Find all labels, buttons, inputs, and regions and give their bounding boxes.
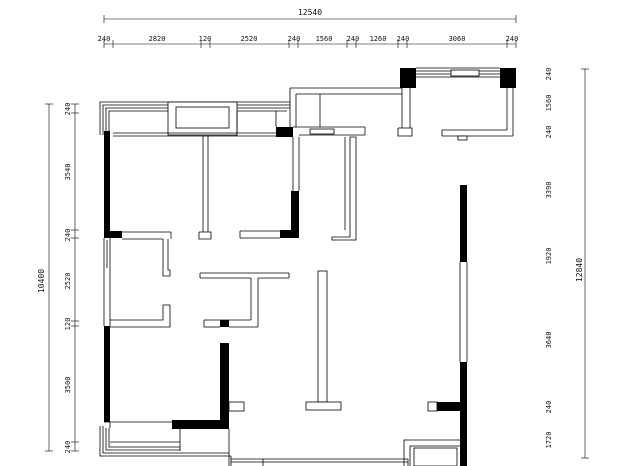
bedroom1-wall <box>291 191 299 238</box>
right-dim-6: 3640 <box>545 332 553 349</box>
top-dim-4: 2520 <box>241 35 258 43</box>
left-dim-6: 3500 <box>64 377 72 394</box>
top-dim-5: 240 <box>288 35 301 43</box>
left-wall-lower <box>104 326 110 422</box>
top-total-dimension: 12540 <box>298 8 322 17</box>
top-left-bay-window <box>99 101 290 137</box>
left-dim-7: 240 <box>64 441 72 454</box>
top-dim-9: 240 <box>397 35 410 43</box>
left-total-dimension: 10400 <box>37 269 46 293</box>
top-dim-6: 1560 <box>316 35 333 43</box>
floor-plan-walls <box>99 67 516 466</box>
bottom-left-bay-window <box>99 426 231 457</box>
central-wall <box>220 320 229 327</box>
left-segment-labels: 240 3540 240 2520 120 3500 240 <box>64 103 72 454</box>
left-dimension-lines <box>45 103 79 452</box>
top-dim-1: 240 <box>98 35 111 43</box>
top-center-column <box>276 127 293 137</box>
top-dim-10: 3060 <box>449 35 466 43</box>
right-wall-lower <box>460 362 467 466</box>
right-dim-8: 1720 <box>545 432 553 449</box>
right-wall-stub <box>437 402 460 411</box>
right-dim-5: 1920 <box>545 248 553 265</box>
right-wall-upper <box>460 185 467 262</box>
left-wall-upper <box>104 131 110 231</box>
top-right-bay-window <box>397 67 516 141</box>
left-dim-2: 3540 <box>64 164 72 181</box>
right-dim-4: 3390 <box>545 182 553 199</box>
right-dim-3: 240 <box>545 126 553 139</box>
right-segment-labels: 240 1560 240 3390 1920 3640 240 1720 <box>545 68 553 449</box>
left-dim-5: 120 <box>64 318 72 331</box>
right-dim-2: 1560 <box>545 95 553 112</box>
top-dim-2: 2820 <box>149 35 166 43</box>
lower-bedroom-wall <box>220 343 229 429</box>
top-dimension-lines <box>103 15 517 48</box>
top-segment-labels: 240 2820 120 2520 240 1560 240 1260 240 … <box>98 35 519 43</box>
top-dim-11: 240 <box>506 35 519 43</box>
bedroom1-corner <box>280 230 299 238</box>
right-dimension-lines <box>581 68 589 459</box>
top-dim-7: 240 <box>347 35 360 43</box>
right-total-dimension: 12840 <box>575 258 584 282</box>
left-dim-3: 240 <box>64 229 72 242</box>
right-dim-7: 240 <box>545 401 553 414</box>
left-dim-4: 2520 <box>64 273 72 290</box>
top-dim-8: 1260 <box>370 35 387 43</box>
left-wall-joint <box>104 231 122 238</box>
right-dim-1: 240 <box>545 68 553 81</box>
left-dim-1: 240 <box>64 103 72 116</box>
top-dim-3: 120 <box>199 35 212 43</box>
lower-bedroom-floor-wall <box>172 420 229 429</box>
